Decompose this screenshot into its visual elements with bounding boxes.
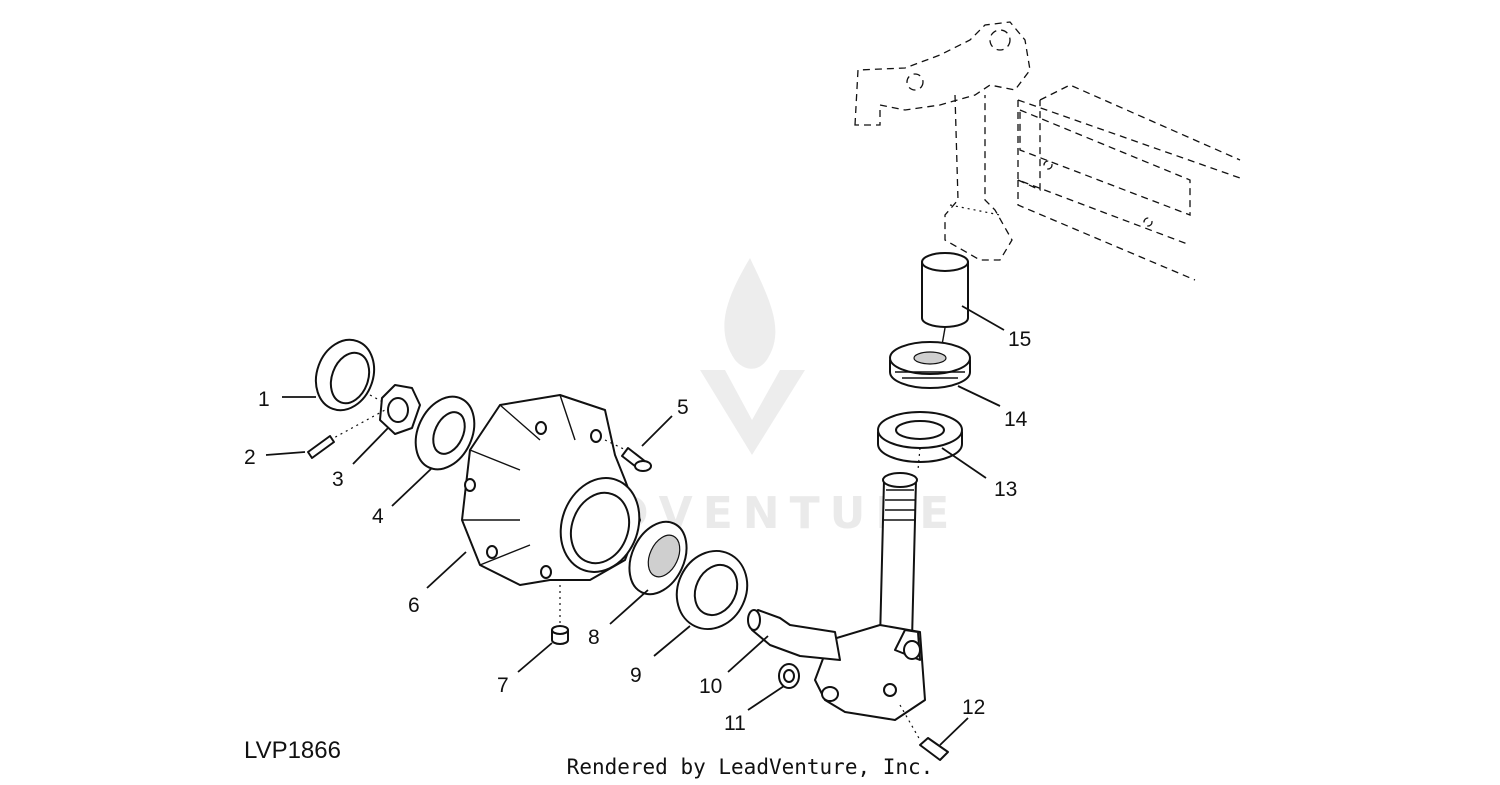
part-12-pin — [899, 704, 949, 761]
render-credit: Rendered by LeadVenture, Inc. — [566, 755, 934, 779]
callout-3: 3 — [332, 468, 344, 491]
callout-1: 1 — [258, 388, 270, 411]
part-10-spindle — [747, 472, 926, 721]
steering-arm — [854, 21, 1031, 261]
part-2-cotter-pin — [307, 409, 386, 459]
callout-7: 7 — [497, 674, 509, 697]
callout-2: 2 — [244, 446, 256, 469]
callout-5: 5 — [677, 396, 689, 419]
callout-4: 4 — [372, 505, 384, 528]
callout-15: 15 — [1008, 328, 1031, 351]
part-1-dust-cap — [314, 338, 384, 412]
callout-6: 6 — [408, 594, 420, 617]
callout-leaders — [265, 305, 1005, 746]
part-8-bearing — [628, 520, 688, 596]
callout-14: 14 — [1004, 408, 1028, 431]
part-15-bushing — [921, 252, 969, 346]
callout-12: 12 — [962, 696, 985, 719]
callout-10: 10 — [699, 675, 722, 698]
callout-13: 13 — [994, 478, 1017, 501]
part-14-thrust-bearing — [889, 341, 971, 389]
callout-11: 11 — [724, 712, 746, 735]
part-3-castle-nut — [379, 384, 421, 435]
front-axle-frame — [1017, 84, 1241, 281]
part-13-washer — [877, 411, 963, 471]
callout-numbers: 1 2 3 4 5 6 7 8 9 10 11 12 13 14 15 — [244, 328, 1031, 735]
part-4-seal — [414, 395, 476, 471]
part-5-stud — [604, 439, 652, 472]
callout-9: 9 — [630, 664, 642, 687]
callout-8: 8 — [588, 626, 600, 649]
part-11-nut — [778, 663, 800, 689]
part-9-seal — [675, 550, 749, 630]
part-7-plug — [551, 625, 569, 645]
figure-id-label: LVP1866 — [244, 737, 341, 764]
part-6-hub — [461, 394, 641, 625]
